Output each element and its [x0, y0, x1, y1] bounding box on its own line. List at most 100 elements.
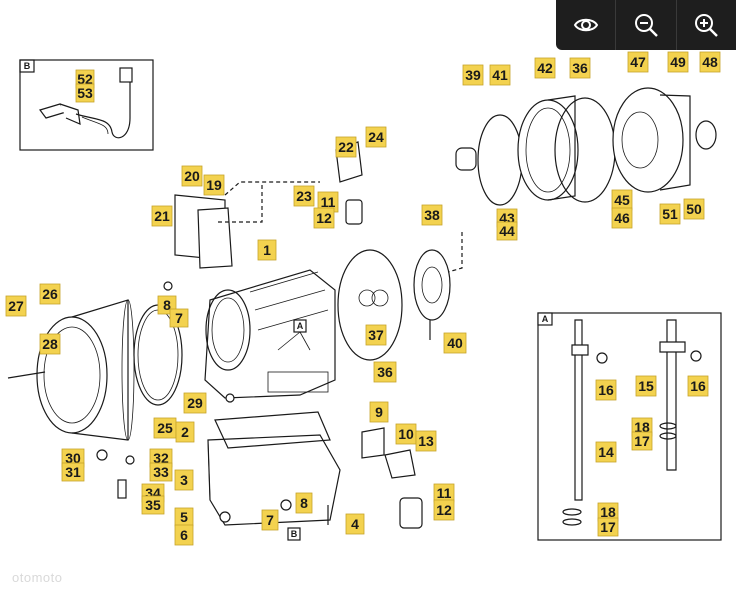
svg-text:12: 12: [436, 502, 452, 518]
callout-23: 23: [293, 185, 315, 207]
eye-icon: [573, 18, 598, 32]
svg-text:32: 32: [153, 450, 169, 466]
callout-32: 32: [149, 448, 173, 468]
callout-41: 41: [489, 64, 511, 86]
main-a-label: A: [297, 321, 304, 331]
svg-text:39: 39: [465, 67, 481, 83]
svg-text:16: 16: [690, 378, 706, 394]
svg-text:17: 17: [634, 433, 650, 449]
callout-49: 49: [667, 51, 689, 73]
svg-text:44: 44: [499, 223, 515, 239]
callout-22: 22: [335, 136, 357, 158]
view-button[interactable]: [556, 0, 615, 50]
callout-7-bottom: 7: [261, 509, 279, 531]
callout-42: 42: [534, 57, 556, 79]
svg-text:21: 21: [154, 208, 170, 224]
svg-text:18: 18: [634, 419, 650, 435]
callout-44: 44: [496, 221, 518, 241]
svg-text:36: 36: [572, 60, 588, 76]
svg-text:53: 53: [77, 85, 93, 101]
svg-text:15: 15: [638, 378, 654, 394]
callout-47: 47: [627, 51, 649, 73]
main-b-label: B: [291, 529, 298, 539]
callout-38: 38: [421, 204, 443, 226]
svg-text:30: 30: [65, 450, 81, 466]
svg-text:7: 7: [175, 310, 183, 326]
svg-text:16: 16: [598, 382, 614, 398]
callout-12-top: 12: [313, 207, 335, 229]
zoom-out-button[interactable]: [615, 0, 675, 50]
callout-29: 29: [183, 392, 207, 414]
svg-text:49: 49: [670, 54, 686, 70]
image-viewer-toolbar: [556, 0, 736, 50]
callout-53: 53: [75, 83, 95, 103]
callout-25: 25: [153, 417, 177, 439]
svg-text:41: 41: [492, 67, 508, 83]
zoom-in-button[interactable]: [675, 0, 736, 50]
svg-text:3: 3: [180, 472, 188, 488]
svg-text:27: 27: [8, 298, 24, 314]
detail-a-inset: A: [537, 312, 722, 541]
svg-text:38: 38: [424, 207, 440, 223]
svg-text:35: 35: [145, 497, 161, 513]
svg-text:2: 2: [181, 424, 189, 440]
callout-24: 24: [365, 126, 387, 148]
callout-18-bottom: 18: [597, 502, 619, 522]
svg-text:52: 52: [77, 71, 93, 87]
svg-text:47: 47: [630, 54, 646, 70]
callout-46: 46: [611, 207, 633, 229]
callout-40: 40: [443, 332, 467, 354]
svg-text:37: 37: [368, 327, 384, 343]
callout-17-mid: 17: [631, 431, 653, 451]
svg-text:18: 18: [600, 504, 616, 520]
svg-text:17: 17: [600, 519, 616, 535]
part-callouts: 52 53 39 41 42 36 47 49 48 22 24 23 11 1…: [5, 51, 721, 546]
svg-text:8: 8: [300, 495, 308, 511]
svg-text:33: 33: [153, 464, 169, 480]
svg-text:31: 31: [65, 464, 81, 480]
detail-a-label: A: [542, 314, 549, 324]
callout-48: 48: [699, 51, 721, 73]
callout-6: 6: [174, 524, 194, 546]
callout-12-bottom: 12: [433, 499, 455, 521]
callout-30: 30: [61, 448, 85, 468]
callout-37: 37: [365, 324, 387, 346]
callout-36-top: 36: [569, 57, 591, 79]
svg-text:45: 45: [614, 192, 630, 208]
callout-35: 35: [141, 495, 165, 515]
svg-text:1: 1: [263, 242, 271, 258]
svg-text:11: 11: [321, 194, 336, 210]
callout-3: 3: [174, 469, 194, 491]
svg-text:22: 22: [338, 139, 354, 155]
callout-51: 51: [659, 203, 681, 225]
svg-text:4: 4: [351, 516, 359, 532]
callout-2: 2: [175, 421, 195, 443]
svg-text:48: 48: [702, 54, 718, 70]
svg-text:40: 40: [447, 335, 463, 351]
svg-text:5: 5: [180, 509, 188, 525]
callout-39: 39: [462, 64, 484, 86]
svg-text:14: 14: [598, 444, 614, 460]
svg-text:36: 36: [377, 364, 393, 380]
svg-text:20: 20: [184, 168, 200, 184]
callout-18-mid: 18: [631, 417, 653, 437]
callout-4: 4: [345, 513, 365, 535]
zoom-in-icon: [695, 14, 719, 37]
svg-text:11: 11: [437, 485, 452, 501]
detail-b-label: B: [24, 61, 31, 71]
detail-b-inset: B: [19, 59, 154, 151]
svg-text:26: 26: [42, 286, 58, 302]
callout-26: 26: [39, 283, 61, 305]
svg-text:42: 42: [537, 60, 553, 76]
callout-13: 13: [415, 430, 437, 452]
callout-14: 14: [595, 441, 617, 463]
svg-text:13: 13: [418, 433, 434, 449]
callout-27: 27: [5, 295, 27, 317]
callout-45: 45: [611, 189, 633, 211]
callout-19: 19: [203, 174, 225, 196]
watermark: otomoto: [12, 570, 63, 585]
svg-text:8: 8: [163, 297, 171, 313]
callout-11-top: 11: [317, 191, 339, 213]
callout-15: 15: [635, 375, 657, 397]
